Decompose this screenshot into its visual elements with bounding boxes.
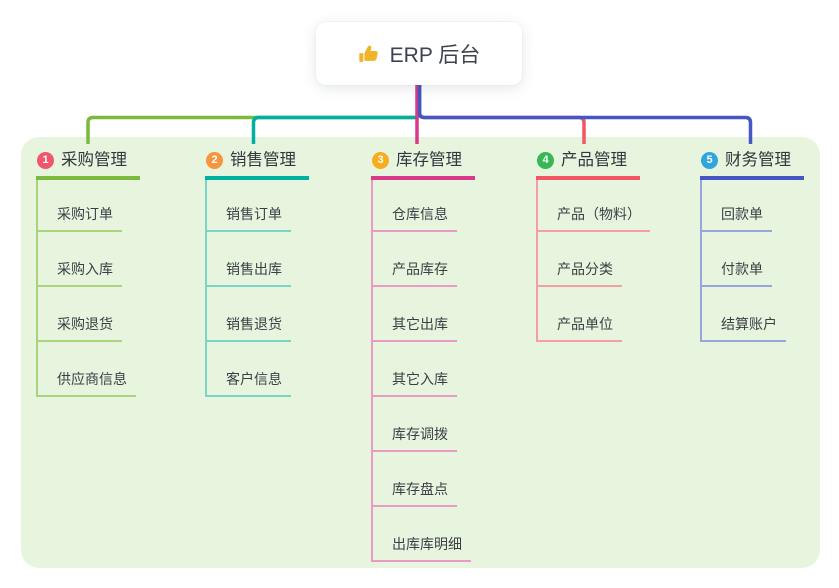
branch-label: 销售管理: [230, 151, 296, 169]
leaf-node[interactable]: 产品分类: [536, 259, 622, 287]
leaf-node[interactable]: 采购入库: [36, 259, 122, 287]
leaf-node[interactable]: 仓库信息: [371, 204, 457, 232]
branch-node-2[interactable]: 2 销售管理: [205, 148, 309, 180]
leaf-node[interactable]: 销售出库: [205, 259, 291, 287]
branch-label: 库存管理: [396, 151, 462, 169]
leaf-node[interactable]: 结算账户: [700, 314, 786, 342]
branch-spine-1: [36, 180, 38, 397]
branch-node-3[interactable]: 3 库存管理: [371, 148, 475, 180]
leaf-node[interactable]: 采购订单: [36, 204, 122, 232]
leaf-node[interactable]: 其它入库: [371, 369, 457, 397]
branch-label: 采购管理: [61, 151, 127, 169]
leaf-node[interactable]: 其它出库: [371, 314, 457, 342]
thumbs-up-icon: [358, 43, 380, 65]
branch-node-1[interactable]: 1 采购管理: [36, 148, 140, 180]
branch-spine-2: [205, 180, 207, 397]
leaf-node[interactable]: 库存调拨: [371, 424, 457, 452]
branch-spine-5: [700, 180, 702, 342]
leaf-node[interactable]: 销售订单: [205, 204, 291, 232]
branch-badge-3: 3: [372, 151, 389, 169]
leaf-node[interactable]: 回款单: [700, 204, 772, 232]
leaf-node[interactable]: 产品库存: [371, 259, 457, 287]
leaf-node[interactable]: 付款单: [700, 259, 772, 287]
branch-badge-5: 5: [701, 151, 718, 169]
branch-label: 产品管理: [561, 151, 627, 169]
root-node[interactable]: ERP 后台: [316, 22, 522, 85]
leaf-node[interactable]: 库存盘点: [371, 479, 457, 507]
map-panel: [21, 137, 820, 568]
branch-node-4[interactable]: 4 产品管理: [536, 148, 640, 180]
leaf-node[interactable]: 产品单位: [536, 314, 622, 342]
root-label: ERP 后台: [389, 43, 481, 67]
leaf-node[interactable]: 采购退货: [36, 314, 122, 342]
leaf-node[interactable]: 供应商信息: [36, 369, 136, 397]
branch-badge-1: 1: [37, 151, 54, 169]
leaf-node[interactable]: 销售退货: [205, 314, 291, 342]
leaf-node[interactable]: 客户信息: [205, 369, 291, 397]
branch-badge-2: 2: [206, 151, 223, 169]
branch-spine-4: [536, 180, 538, 342]
leaf-node[interactable]: 出库库明细: [371, 534, 471, 562]
branch-node-5[interactable]: 5 财务管理: [700, 148, 804, 180]
branch-label: 财务管理: [725, 151, 791, 169]
leaf-node[interactable]: 产品（物料）: [536, 204, 650, 232]
branch-badge-4: 4: [537, 151, 554, 169]
branch-spine-3: [371, 180, 373, 562]
